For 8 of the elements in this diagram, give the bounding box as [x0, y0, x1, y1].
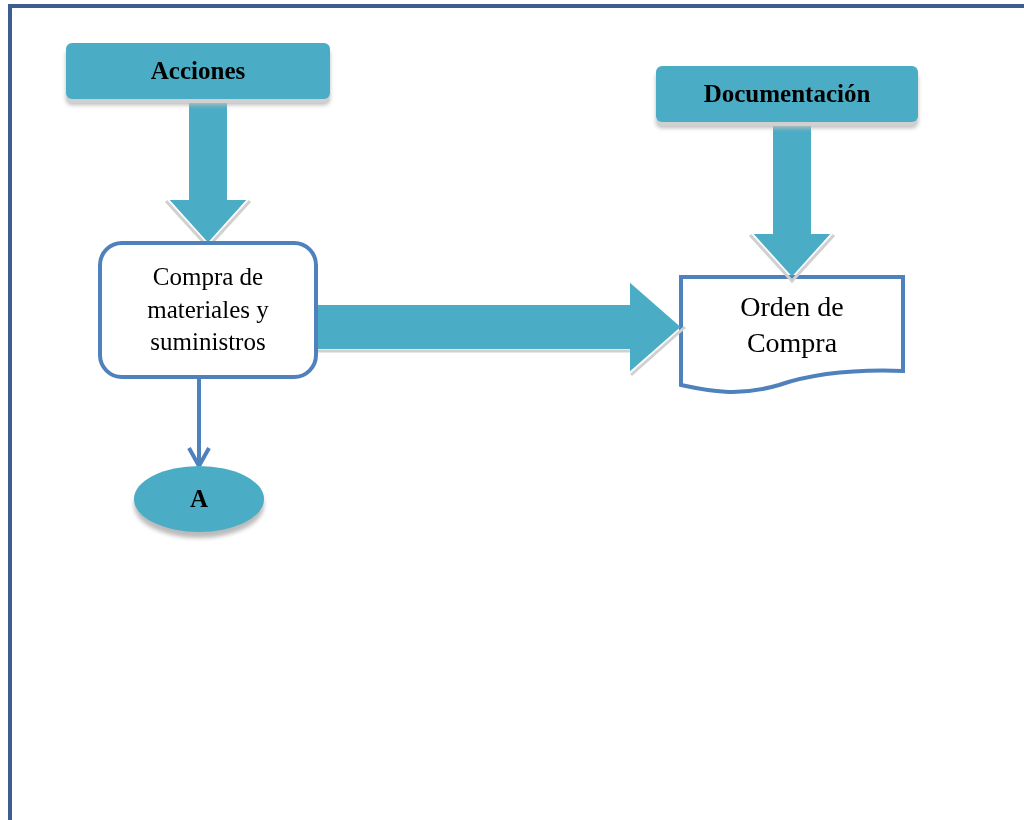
node-label: Acciones [149, 57, 247, 85]
node-label: Orden de Compra [739, 289, 845, 360]
connector-ellipse [134, 466, 264, 532]
document-shape [679, 275, 905, 395]
node-label: A [188, 485, 210, 513]
process-box [98, 241, 318, 379]
node-label: Documentación [702, 80, 872, 108]
node-label: Compra de materiales y suministros [146, 262, 270, 358]
